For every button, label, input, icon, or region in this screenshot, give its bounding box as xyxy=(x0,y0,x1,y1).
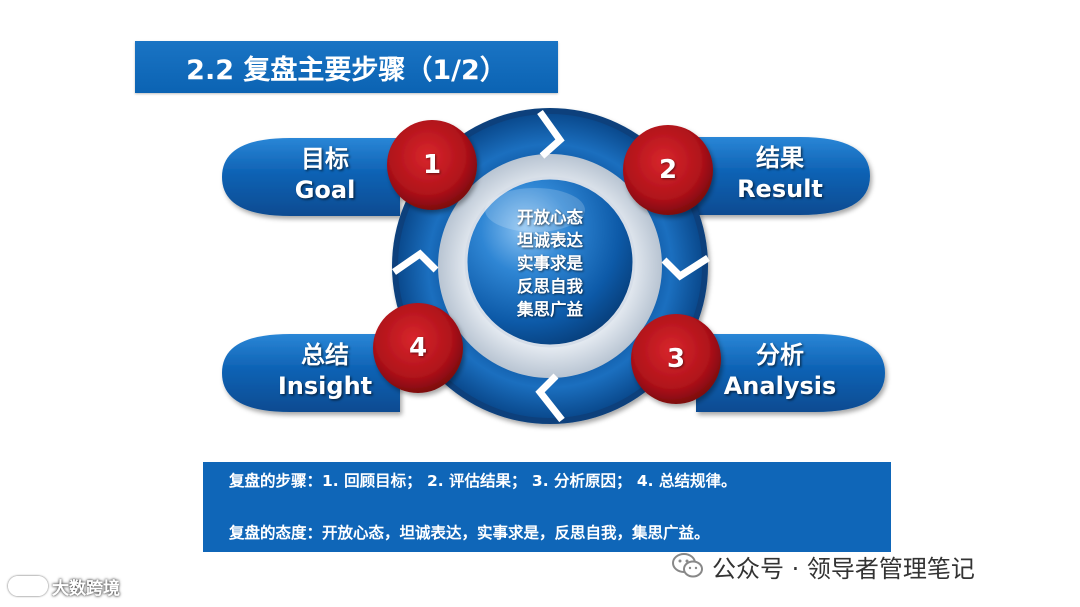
badge-1 xyxy=(387,120,477,210)
pill-result xyxy=(696,137,870,215)
step-label-zh: 分析 xyxy=(756,341,804,369)
step-label-goal: 目标 Goal xyxy=(270,144,380,206)
summary-steps: 复盘的步骤：1. 回顾目标； 2. 评估结果； 3. 分析原因； 4. 总结规律… xyxy=(229,472,737,490)
summary-attitude: 复盘的态度：开放心态，坦诚表达，实事求是，反思自我，集思广益。 xyxy=(229,524,710,542)
wechat-icon xyxy=(672,553,703,578)
step-number-4: 4 xyxy=(408,333,428,363)
ring-arrow-left xyxy=(392,249,439,275)
step-label-result: 结果 Result xyxy=(720,143,840,205)
step-label-en: Goal xyxy=(294,176,356,204)
center-line: 开放心态 xyxy=(517,207,583,227)
page-title: 2.2 复盘主要步骤（1/2） xyxy=(135,41,558,93)
number-badges xyxy=(373,120,721,404)
center-line: 坦诚表达 xyxy=(517,230,583,250)
watermark-left-text: 大数跨境 xyxy=(52,578,120,599)
badge-3 xyxy=(631,314,721,404)
step-number-1: 1 xyxy=(422,150,442,180)
center-line: 集思广益 xyxy=(517,299,583,319)
badge-2 xyxy=(623,125,713,215)
step-pills xyxy=(222,137,885,412)
step-number-2: 2 xyxy=(658,155,678,185)
ring-arrow-bottom xyxy=(535,373,565,423)
watermark-right: 公众号 · 领导者管理笔记 xyxy=(672,548,975,584)
watermark-right-text: 公众号 · 领导者管理笔记 xyxy=(712,554,975,583)
step-label-en: Result xyxy=(737,175,823,203)
watermark-left: 大数跨境 xyxy=(8,572,120,600)
step-label-insight: 总结 Insight xyxy=(265,340,385,402)
center-line: 反思自我 xyxy=(517,276,583,296)
watermark-logo-icon xyxy=(8,576,48,596)
center-sphere-highlight xyxy=(485,188,585,232)
ring-arrow-top xyxy=(537,109,565,159)
center-line: 实事求是 xyxy=(517,253,583,273)
step-label-zh: 目标 xyxy=(301,145,349,173)
step-label-zh: 结果 xyxy=(756,144,804,172)
pill-analysis xyxy=(696,334,885,412)
step-label-en: Analysis xyxy=(723,372,837,400)
pill-goal xyxy=(222,138,400,216)
pill-insight xyxy=(222,334,400,412)
center-attitudes: 开放心态 坦诚表达 实事求是 反思自我 集思广益 xyxy=(480,198,620,328)
summary-box: 复盘的步骤：1. 回顾目标； 2. 评估结果； 3. 分析原因； 4. 总结规律… xyxy=(203,462,891,552)
ring-arrow-right xyxy=(661,255,710,281)
step-label-en: Insight xyxy=(277,372,373,400)
step-label-analysis: 分析 Analysis xyxy=(715,340,845,402)
step-label-zh: 总结 xyxy=(301,341,349,369)
badge-4 xyxy=(373,303,463,393)
step-number-3: 3 xyxy=(666,344,686,374)
center-sphere xyxy=(464,176,636,348)
